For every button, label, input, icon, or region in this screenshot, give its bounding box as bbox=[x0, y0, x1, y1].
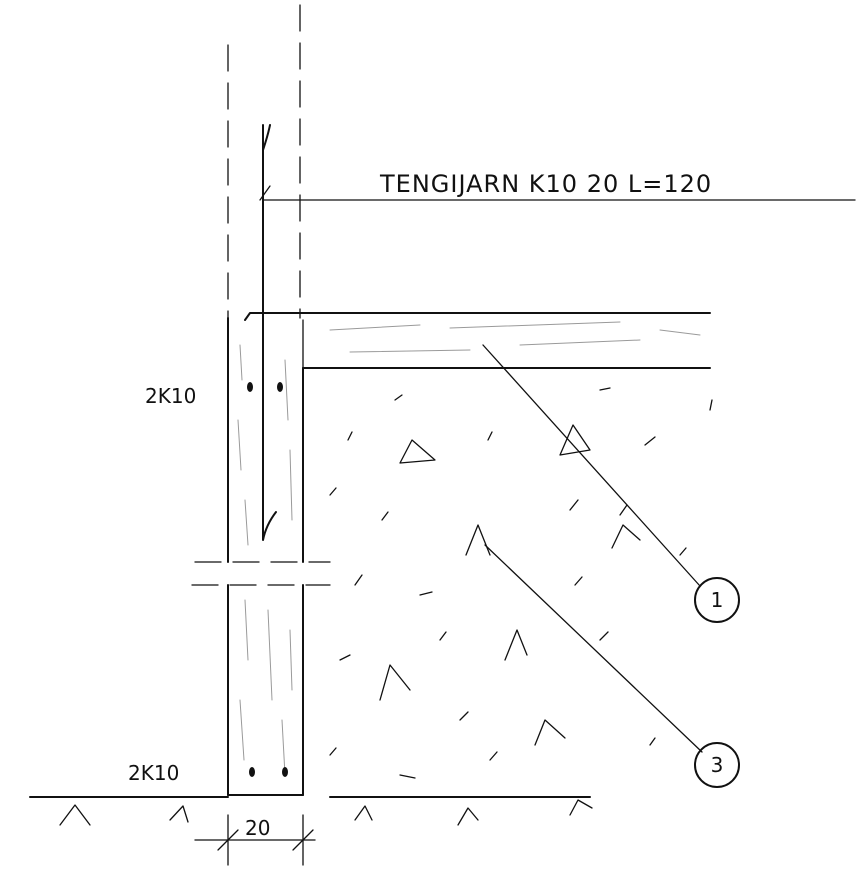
top-bars-label: 2K10 bbox=[145, 384, 196, 408]
backfill-symbols bbox=[329, 387, 713, 779]
break-lines bbox=[191, 561, 331, 586]
callout-3-number: 3 bbox=[711, 753, 724, 777]
callout-1-number: 1 bbox=[711, 588, 724, 612]
width-dimension-label: 20 bbox=[245, 816, 270, 840]
wall-upper bbox=[227, 317, 304, 563]
wall-guide-lines bbox=[227, 4, 301, 319]
floor-slab bbox=[244, 312, 711, 369]
bottom-bars-label: 2K10 bbox=[128, 761, 179, 785]
callout-1: 1 bbox=[694, 577, 740, 623]
callout-3: 3 bbox=[694, 742, 740, 788]
callout-leaders bbox=[482, 344, 703, 753]
rebar-dots-bottom bbox=[249, 767, 288, 777]
anchor-bar bbox=[259, 124, 277, 541]
anchor-note-label: TENGIJARN K10 20 L=120 bbox=[379, 170, 712, 198]
wall-lower bbox=[227, 584, 304, 796]
width-dimension bbox=[194, 814, 316, 866]
soil-marks bbox=[59, 799, 593, 826]
rebar-dots-top bbox=[247, 382, 283, 392]
